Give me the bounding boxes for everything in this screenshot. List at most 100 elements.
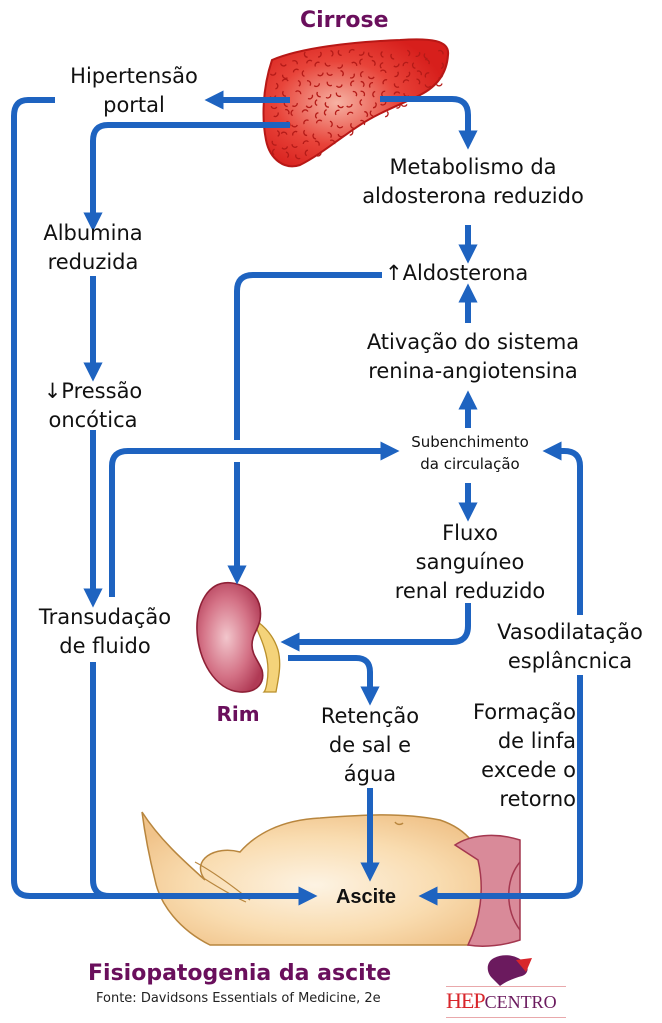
liver-texture-mark bbox=[350, 80, 355, 87]
node-metabolismo-aldosterona: Metabolismo da aldosterona reduzido bbox=[362, 155, 584, 208]
liver-texture-mark bbox=[314, 140, 320, 146]
node-ascite: Ascite bbox=[335, 886, 397, 908]
liver-texture-mark bbox=[276, 130, 280, 137]
arrow-aldosterona-to-rim bbox=[234, 272, 382, 440]
liver-texture-mark bbox=[346, 103, 353, 108]
liver-texture-mark bbox=[372, 102, 377, 109]
liver-texture-mark bbox=[316, 151, 322, 157]
arrow-liver-to-albumina bbox=[83, 122, 290, 232]
liver-texture-mark bbox=[295, 90, 302, 95]
liver-texture-mark bbox=[405, 71, 411, 78]
liver-texture-mark bbox=[317, 72, 324, 77]
liver-texture-mark bbox=[400, 103, 408, 107]
liver-texture-mark bbox=[438, 72, 444, 79]
node-pressao-oncotica: ↓Pressão oncótica bbox=[43, 379, 143, 432]
liver-texture-mark bbox=[301, 70, 305, 77]
connector-arrows bbox=[11, 90, 583, 906]
liver-texture-mark bbox=[369, 110, 374, 117]
liver-texture-mark bbox=[325, 94, 332, 99]
liver-texture-mark bbox=[291, 144, 298, 148]
liver-texture-mark bbox=[269, 72, 277, 76]
liver-texture-mark bbox=[337, 104, 344, 109]
diagram-title: Cirrose bbox=[300, 8, 389, 33]
liver-texture-mark bbox=[435, 83, 443, 87]
kidney-illustration bbox=[196, 582, 281, 693]
liver-texture-mark bbox=[307, 94, 314, 100]
arrow-fluxo-to-rim bbox=[280, 603, 471, 652]
liver-texture-mark bbox=[273, 112, 279, 118]
liver-texture-mark bbox=[384, 111, 389, 118]
liver-texture-mark bbox=[282, 74, 288, 79]
liver-texture-mark bbox=[281, 78, 289, 82]
liver-texture-mark bbox=[327, 132, 332, 138]
liver-texture-mark bbox=[314, 99, 318, 107]
abdomen-illustration bbox=[141, 811, 521, 947]
liver-texture-mark bbox=[304, 149, 309, 157]
liver-texture-mark bbox=[423, 53, 428, 60]
liver-texture-mark bbox=[303, 119, 309, 125]
liver-texture-mark bbox=[350, 122, 355, 129]
liver-texture-mark bbox=[424, 72, 430, 78]
node-hipertensao-portal: Hipertensão portal bbox=[70, 64, 198, 117]
liver-texture-mark bbox=[402, 79, 410, 83]
node-albumina-reduzida: Albumina reduzida bbox=[43, 221, 143, 274]
liver-texture-mark bbox=[330, 50, 334, 57]
liver-texture-mark bbox=[329, 120, 333, 128]
liver-texture-mark bbox=[371, 59, 376, 67]
logo-hep: HEP bbox=[446, 988, 486, 1013]
node-fluxo-sanguineo-renal: Fluxo sanguíneo renal reduzido bbox=[394, 521, 546, 603]
liver-texture-mark bbox=[334, 109, 340, 116]
liver-texture-mark bbox=[329, 139, 336, 145]
liver-texture-mark bbox=[379, 62, 384, 69]
liver-texture-mark bbox=[349, 73, 355, 79]
liver-texture-mark bbox=[382, 79, 388, 85]
liver-texture-mark bbox=[390, 53, 395, 60]
liver-texture-mark bbox=[313, 83, 320, 88]
liver-texture-mark bbox=[402, 61, 409, 67]
liver-texture-mark bbox=[368, 82, 374, 88]
liver-texture-mark bbox=[415, 51, 421, 57]
liver-texture-mark bbox=[336, 125, 344, 129]
liver-texture-mark bbox=[359, 70, 364, 78]
hepcentro-logo-mark bbox=[487, 955, 532, 986]
node-transudacao-fluido: Transudação de fluido bbox=[38, 605, 172, 658]
node-subenchimento-circulacao: Subenchimento da circulação bbox=[411, 433, 529, 473]
node-vasodilatacao-esplancnica: Vasodilatação esplâncnica bbox=[497, 620, 643, 673]
liver-texture-mark bbox=[292, 102, 298, 107]
arrow-hipertensao-to-ascite bbox=[11, 97, 318, 906]
node-formacao-linfa: Formação de linfa excede o retorno bbox=[472, 700, 576, 811]
logo-centro: CENTRO bbox=[484, 992, 557, 1012]
liver-texture-mark bbox=[280, 131, 288, 135]
liver-texture-mark bbox=[379, 69, 387, 74]
liver-texture-mark bbox=[396, 103, 401, 109]
liver-texture-mark bbox=[337, 49, 342, 56]
liver-texture-mark bbox=[349, 129, 354, 136]
liver-texture-mark bbox=[303, 129, 308, 137]
liver-texture-mark bbox=[292, 60, 298, 65]
liver-texture-mark bbox=[292, 130, 298, 136]
arrow-transudacao-to-subenchimento bbox=[109, 441, 400, 597]
liver-texture-mark bbox=[367, 52, 373, 58]
liver-texture-mark bbox=[275, 82, 279, 90]
arrow-vasodilatacao-to-subenchimento bbox=[542, 441, 583, 615]
liver-texture-mark bbox=[440, 62, 444, 70]
liver-texture-mark bbox=[312, 133, 317, 140]
liver-texture-mark bbox=[295, 154, 301, 160]
liver-texture-mark bbox=[292, 68, 299, 73]
liver-texture-mark bbox=[364, 111, 369, 118]
liver-texture-mark bbox=[285, 109, 290, 115]
liver-texture-mark bbox=[358, 51, 365, 56]
liver-texture-mark bbox=[303, 51, 308, 58]
liver-texture-mark bbox=[416, 78, 421, 85]
liver-texture-mark bbox=[340, 70, 344, 77]
liver-texture-mark bbox=[306, 80, 312, 86]
liver-texture-mark bbox=[372, 90, 376, 98]
liver-texture-mark bbox=[360, 90, 366, 97]
liver-texture-mark bbox=[297, 79, 301, 87]
liver-texture-mark bbox=[270, 105, 278, 110]
liver-texture-mark bbox=[424, 84, 432, 88]
liver-texture-mark bbox=[281, 146, 289, 150]
liver-texture-mark bbox=[437, 49, 444, 55]
liver-texture-mark bbox=[291, 124, 298, 128]
liver-texture-mark bbox=[351, 61, 358, 67]
